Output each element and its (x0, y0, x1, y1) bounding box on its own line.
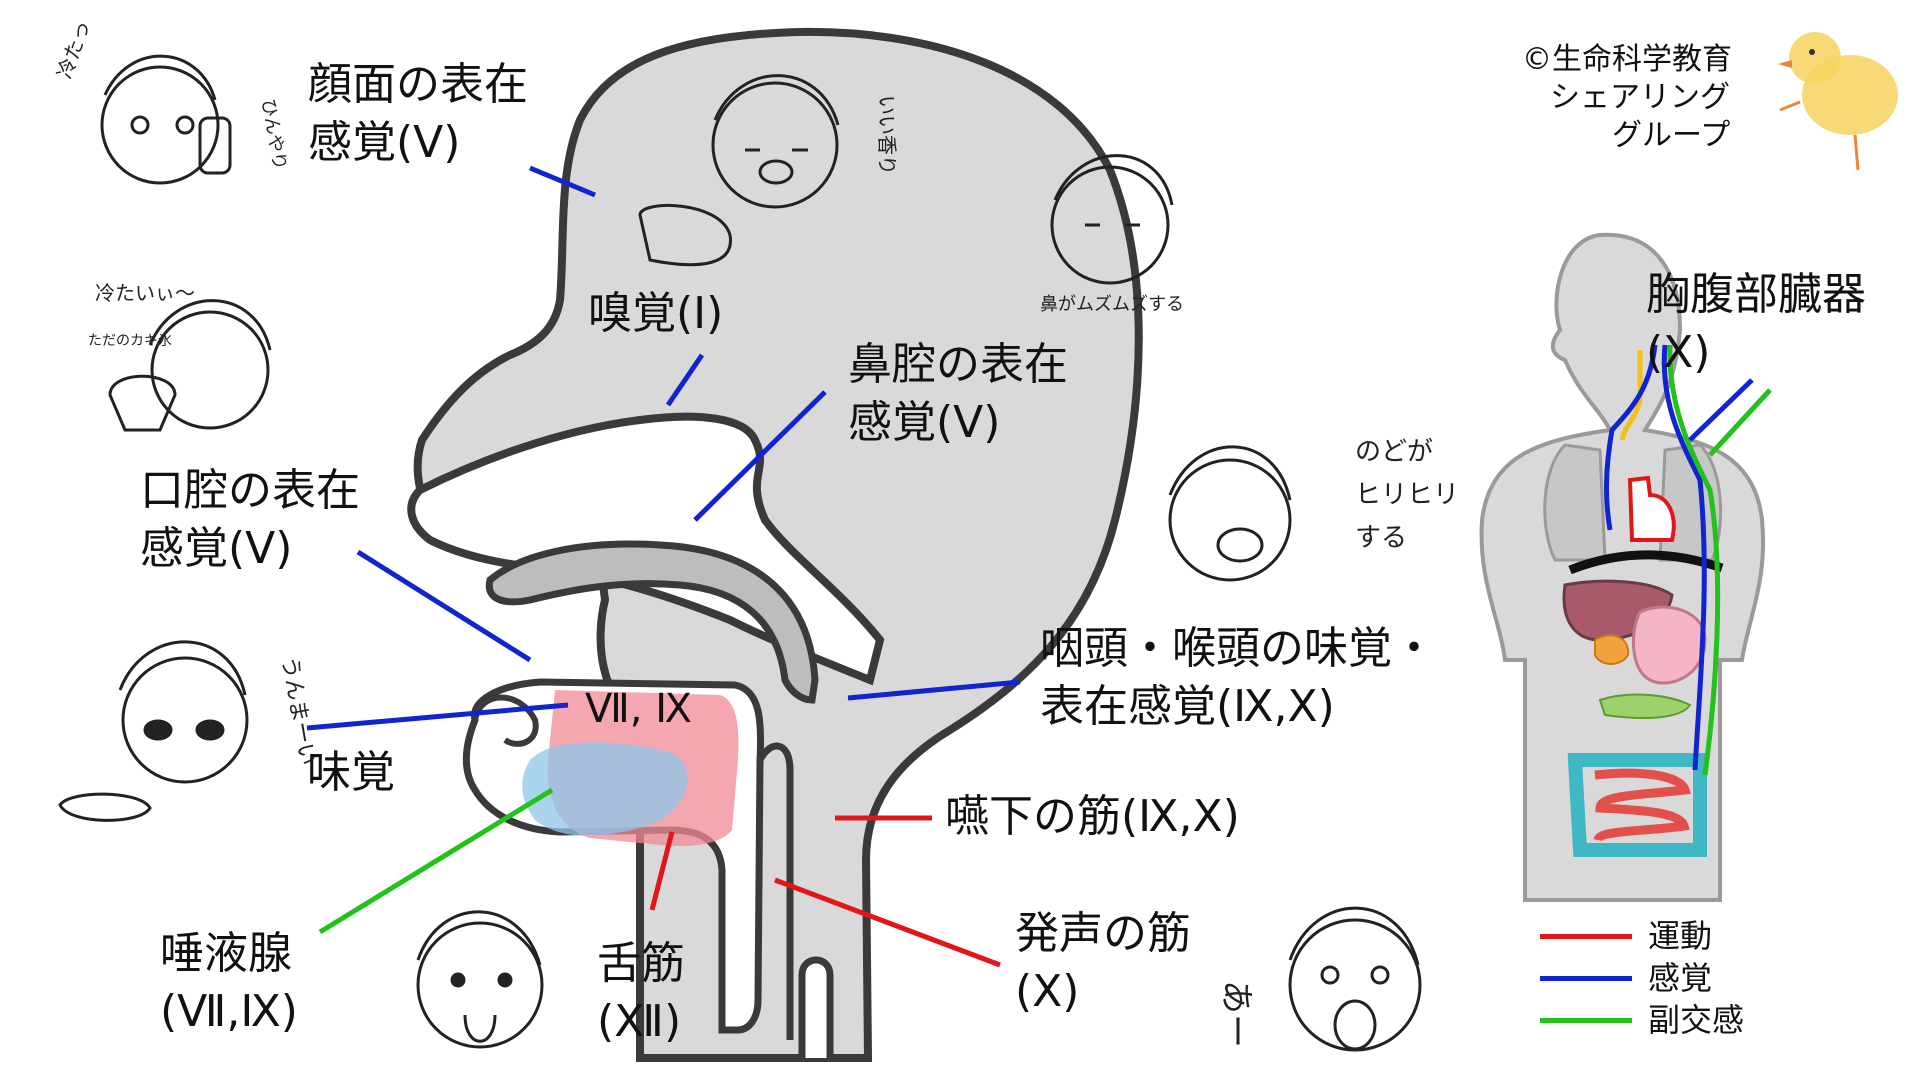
gallbladder (1594, 634, 1630, 665)
line-face-sensation (529, 165, 596, 198)
doodle-throat2: ヒリヒリ (1355, 480, 1459, 510)
label-face-sensation: 顔面の表在 感覚(Ⅴ) (308, 59, 528, 168)
chick-illustration (1778, 32, 1898, 171)
label-taste-nerves: Ⅶ, Ⅸ (585, 686, 692, 732)
label-nasal-sensation: 鼻腔の表在 感覚(Ⅴ) (848, 339, 1068, 448)
line-salivary (318, 787, 554, 935)
doodle-throat1: のどが (1355, 437, 1433, 467)
legend-item-motor: 運動 (1540, 915, 1744, 957)
doodle-face-cold (100, 54, 232, 185)
small-intestine (1593, 768, 1692, 843)
doodle-face-tasty (58, 640, 249, 822)
heart (1627, 475, 1676, 542)
nerve-motor (1619, 350, 1643, 441)
label-salivary: 唾液腺 (Ⅶ,Ⅸ) (160, 928, 298, 1037)
doodle-smell-face: いい香り (875, 95, 899, 175)
doodle-cold2: ひんやり (257, 97, 290, 172)
legend-swatch-sensory (1540, 975, 1632, 981)
line-oral-sensation (356, 549, 532, 663)
doodle-face-tongue (416, 910, 544, 1049)
label-viscera: 胸腹部臓器 (Ⅹ) (1646, 269, 1866, 378)
doodle-ah: あー (1216, 980, 1256, 1048)
copyright-line3: グループ (1612, 118, 1731, 153)
palate-arc (485, 540, 819, 704)
legend-label-sensory: 感覚 (1648, 959, 1713, 997)
doodle-nose: 鼻がムズムズする (1040, 294, 1184, 315)
nerve-sensory (1603, 344, 1658, 531)
line-nasal-sensation (693, 390, 827, 522)
label-pharynx: 咽頭・喉頭の味覚・ 表在感覚(Ⅸ,Ⅹ) (1040, 623, 1436, 732)
doodle-face-ah (1288, 906, 1422, 1052)
legend-label-parasympathetic: 副交感 (1648, 1001, 1745, 1039)
copyright-line1: ©生命科学教育 (1522, 42, 1732, 77)
pancreas (1598, 693, 1692, 719)
label-oral-sensation: 口腔の表在 感覚(Ⅴ) (140, 465, 360, 574)
nerve-sensory-2 (1661, 344, 1707, 771)
legend-label-motor: 運動 (1648, 917, 1713, 955)
label-smell: 嗅覚(Ⅰ) (588, 288, 724, 339)
doodle-cold3: 冷たいぃ〜 (95, 281, 195, 305)
esophagus-tube (798, 956, 834, 1058)
label-voice: 発声の筋 (Ⅹ) (1015, 908, 1191, 1017)
pharynx-wall (756, 742, 794, 1040)
legend-item-parasympathetic: 副交感 (1540, 999, 1744, 1041)
torso-figure (1479, 232, 1772, 902)
legend-swatch-motor (1540, 933, 1632, 939)
legend-swatch-parasympathetic (1540, 1017, 1632, 1023)
doodle-face-smell (638, 74, 840, 267)
doodle-shaved-ice: ただのカキ氷 (88, 333, 172, 349)
line-taste (306, 702, 569, 731)
line-viscera-para (1708, 388, 1772, 457)
colon (1567, 753, 1707, 857)
line-pharynx (847, 679, 1021, 701)
doodle-cold1: 冷たっ (52, 17, 95, 82)
doodle-face-throat (1168, 445, 1292, 582)
line-tongue (649, 831, 675, 911)
legend-item-sensory: 感覚 (1540, 957, 1744, 999)
doodle-face-shaved-ice (108, 299, 272, 432)
stomach (1631, 605, 1707, 685)
legend: 運動 感覚 副交感 (1540, 915, 1744, 1041)
label-tongue: 舌筋 (Ⅻ) (597, 938, 685, 1047)
doodle-face-nose (1050, 154, 1174, 285)
nerve-parasympathetic (1667, 344, 1721, 776)
line-viscera-sensory (1688, 378, 1754, 442)
label-taste: 味覚 (307, 747, 395, 798)
line-voice (774, 877, 1001, 968)
doodle-throat3: する (1355, 523, 1407, 553)
copyright-line2: シェアリング (1550, 80, 1730, 115)
lip-shape (472, 694, 539, 747)
line-smell (665, 353, 705, 407)
salivary-region (522, 742, 688, 836)
label-swallow: 嚥下の筋(Ⅸ,Ⅹ) (945, 791, 1240, 842)
